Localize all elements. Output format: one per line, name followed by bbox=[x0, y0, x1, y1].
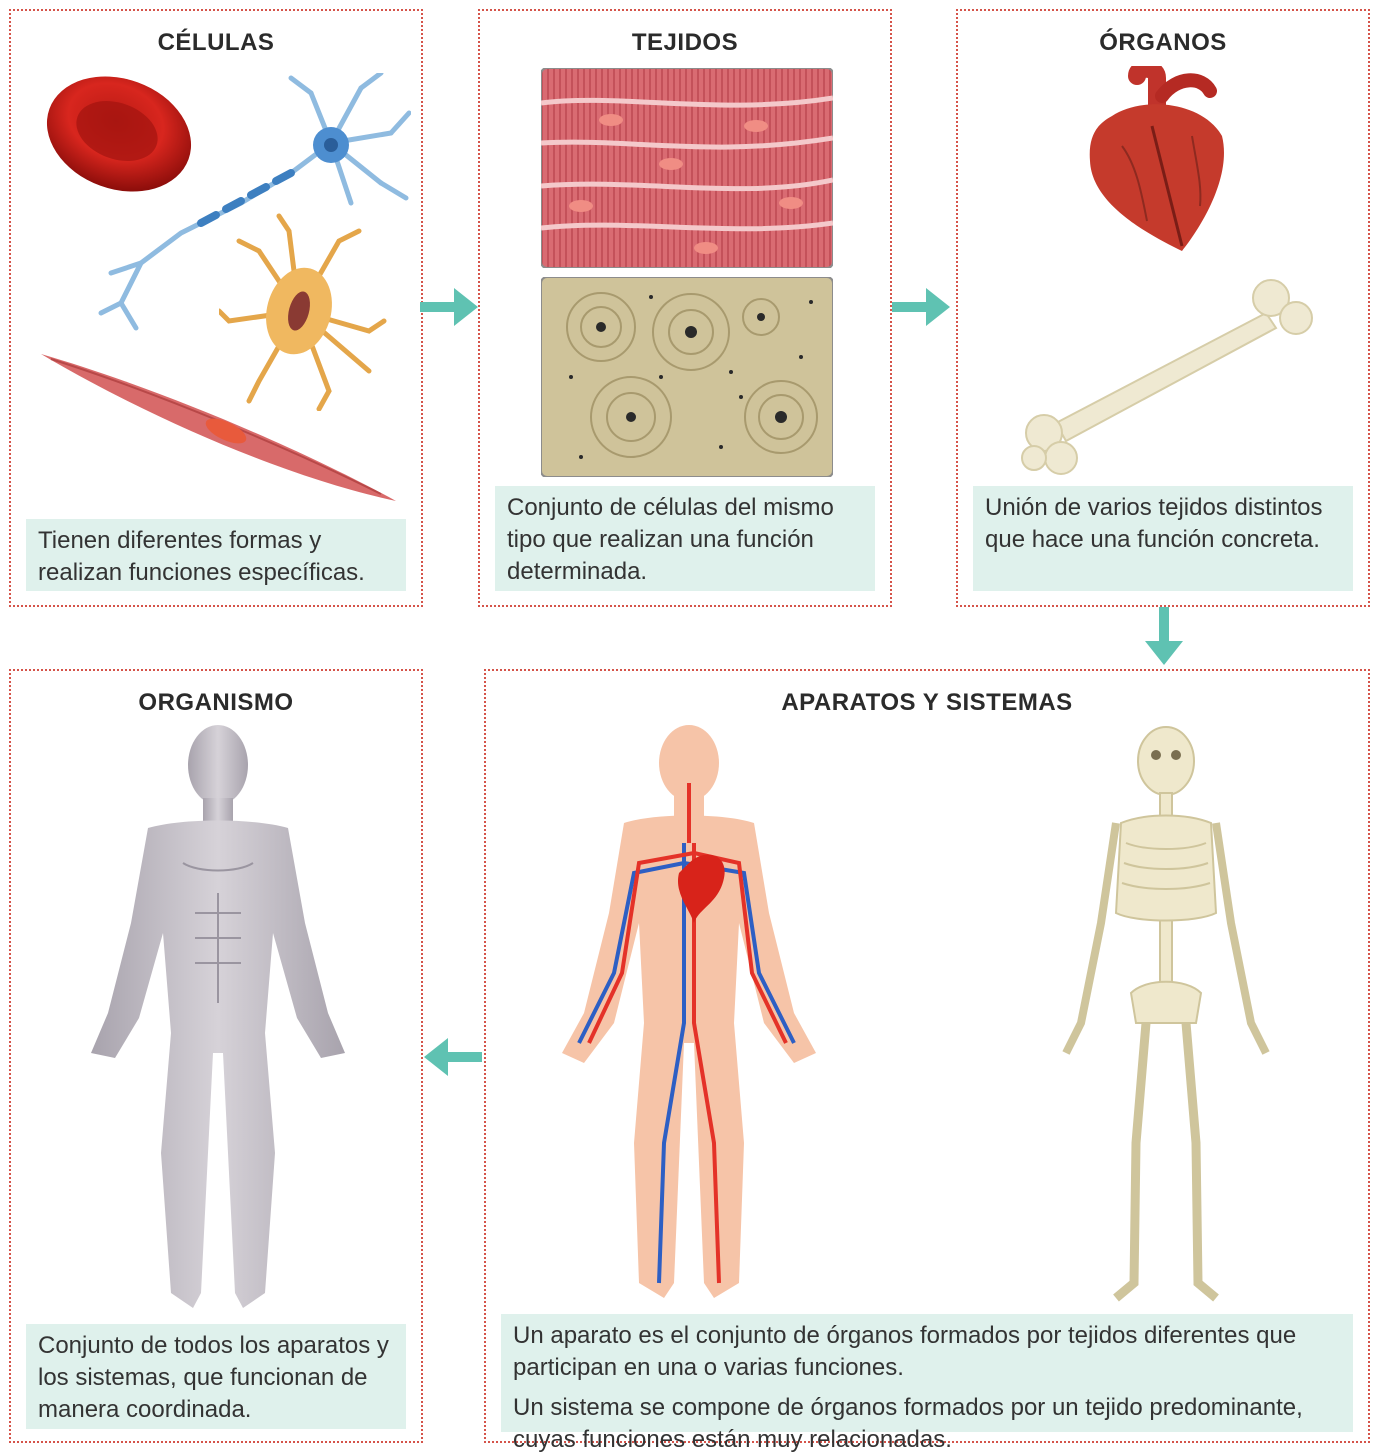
muscle-tissue-illustration bbox=[541, 68, 833, 268]
caption-tejidos: Conjunto de células del mismo tipo que r… bbox=[495, 486, 875, 591]
circulatory-system-illustration bbox=[554, 723, 824, 1313]
panel-aparatos: APARATOS Y SISTEMAS bbox=[484, 669, 1370, 1443]
panel-organos: ÓRGANOS Unión de varios tejidos distinto… bbox=[956, 9, 1370, 607]
skeleton-illustration bbox=[1036, 723, 1296, 1313]
panel-celulas: CÉLULAS bbox=[9, 9, 423, 607]
right-arrow-icon bbox=[418, 282, 480, 332]
caption-celulas: Tienen diferentes formas y realizan func… bbox=[26, 519, 406, 591]
caption-text-sistema: Un sistema se compone de órganos formado… bbox=[513, 1392, 1341, 1456]
caption-text: Conjunto de todos los aparatos y los sis… bbox=[38, 1330, 394, 1426]
caption-organismo: Conjunto de todos los aparatos y los sis… bbox=[26, 1324, 406, 1429]
panel-title: TEJIDOS bbox=[480, 29, 890, 57]
caption-text: Conjunto de células del mismo tipo que r… bbox=[507, 492, 863, 588]
human-body-illustration bbox=[83, 723, 353, 1313]
caption-aparatos: Un aparato es el conjunto de órganos for… bbox=[501, 1314, 1353, 1432]
right-arrow-icon bbox=[890, 282, 952, 332]
panel-organismo: ORGANISMO Conjunto de todos los aparatos… bbox=[9, 669, 423, 1443]
down-arrow-icon bbox=[1139, 605, 1189, 667]
caption-text: Unión de varios tejidos distintos que ha… bbox=[985, 492, 1341, 556]
left-arrow-icon bbox=[422, 1032, 484, 1082]
panel-title: CÉLULAS bbox=[11, 29, 421, 57]
femur-bone-illustration bbox=[1016, 273, 1316, 483]
panel-title: APARATOS Y SISTEMAS bbox=[486, 689, 1368, 717]
muscle-cell-illustration bbox=[41, 349, 401, 509]
bone-tissue-illustration bbox=[541, 277, 833, 477]
panel-title: ÓRGANOS bbox=[958, 29, 1368, 57]
caption-organos: Unión de varios tejidos distintos que ha… bbox=[973, 486, 1353, 591]
caption-text-aparato: Un aparato es el conjunto de órganos for… bbox=[513, 1320, 1341, 1384]
caption-text: Tienen diferentes formas y realizan func… bbox=[38, 525, 394, 589]
panel-tejidos: TEJIDOS bbox=[478, 9, 892, 607]
heart-illustration bbox=[1082, 66, 1232, 256]
panel-title: ORGANISMO bbox=[11, 689, 421, 717]
